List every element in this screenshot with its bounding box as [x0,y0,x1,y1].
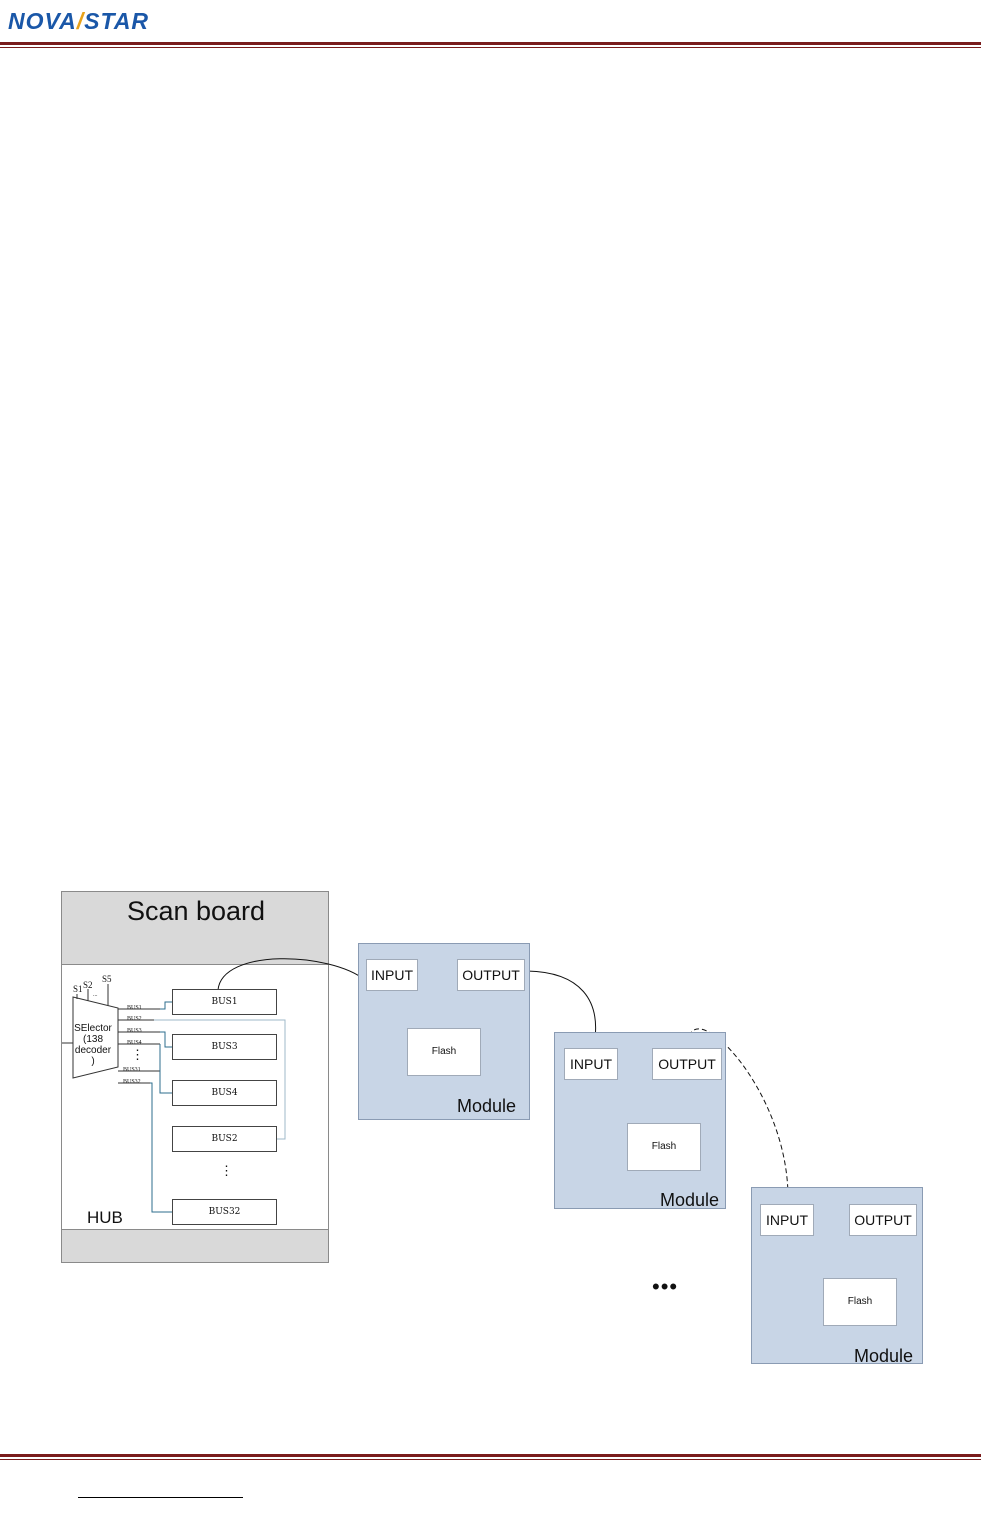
bus-pin-bus31: BUS31 [123,1067,141,1073]
module-2-flash: Flash [627,1123,701,1171]
header-rule-thin [0,47,981,48]
selector-label: SElector (138 decoder ) [74,1023,112,1067]
module-3-output: OUTPUT [849,1204,917,1236]
scan-to-input-arrow [213,958,366,997]
bus-pin-bus2: BUS2 [127,1016,142,1022]
module-2-label: Module [660,1190,720,1210]
bus-stubs [118,1008,160,1084]
logo-slash: / [76,8,85,34]
bus-pin-bus1: BUS1 [127,1005,142,1011]
selector-line-4: ) [91,1056,95,1067]
select-input-s1: S1 [73,984,83,994]
footer-rule-thin [0,1459,981,1460]
module-1-flash: Flash [407,1028,481,1076]
logo-text-left: NOVA [8,8,77,34]
module-3-flash: Flash [823,1278,897,1326]
selector-line-1: SElector [74,1023,112,1034]
selector-shape [72,996,119,1079]
bus-box-bus32: BUS32 [172,1199,277,1225]
module-3-input: INPUT [760,1204,814,1236]
module-2-input: INPUT [564,1048,618,1080]
module-1-label: Module [457,1096,517,1116]
select-input-s5: S5 [102,974,112,984]
bus-pin-bus3: BUS3 [127,1028,142,1034]
bus-box-bus3: BUS3 [172,1034,277,1060]
hub-label: HUB [87,1208,123,1227]
bus-box-more-dots: ⋮ [220,1163,233,1178]
bus-pin-bus32: BUS32 [123,1079,141,1085]
module-1-input: INPUT [366,959,418,991]
bus-box-bus4: BUS4 [172,1080,277,1106]
footnote-separator [78,1497,243,1498]
module-1-output: OUTPUT [457,959,525,991]
select-more-dots: ... [93,992,98,998]
bus-routes [150,1001,172,1213]
bus-box-bus1: BUS1 [172,989,277,1015]
bus2-route [154,1019,286,1140]
selector-line-3: decoder [74,1045,112,1056]
select-input-s2: S2 [83,980,93,990]
header-rule-thick [0,42,981,45]
bus-pin-more-dots: ⋮ [131,1047,144,1062]
bus-pin-bus4: BUS4 [127,1040,142,1046]
module-3-label: Module [854,1346,914,1366]
scan-board-title: Scan board [126,896,266,926]
more-modules-ellipsis: ••• [652,1274,679,1299]
bus-box-bus2: BUS2 [172,1126,277,1152]
logo-text-right: STAR [84,8,150,34]
novastar-logo: NOVA/STAR [8,6,208,36]
module1-to-module2-arrow [520,966,599,1046]
selector-line-2: (138 [82,1034,103,1045]
footer-rule-thick [0,1454,981,1457]
module-2-output: OUTPUT [652,1048,722,1080]
module2-to-module3-arrow [683,1028,793,1202]
